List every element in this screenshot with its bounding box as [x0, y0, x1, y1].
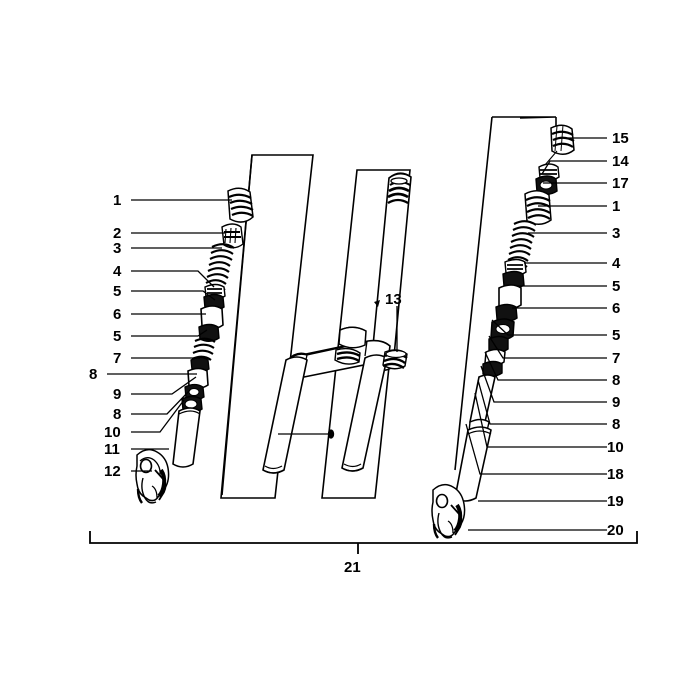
assembly-bracket	[89, 531, 638, 554]
callout-right_callouts-r19: 19	[607, 493, 624, 510]
center-right-slider	[341, 354, 388, 472]
part-15-right-top-cap	[550, 124, 575, 155]
part-1-right-boot	[524, 190, 552, 225]
callout-left_callouts-l5a: 5	[113, 283, 122, 300]
part-10-right-piston-rod	[469, 374, 496, 425]
callout-left_callouts-l8a: 8	[89, 366, 98, 383]
assembly-bracket-span	[89, 531, 638, 544]
callout-left_callouts-l10: 10	[104, 424, 121, 441]
part-1-left-boot	[227, 187, 254, 223]
part-13-caliper-fitting	[382, 349, 408, 370]
center-left-slider	[262, 356, 308, 474]
callout-right_callouts-r18: 18	[607, 466, 624, 483]
part-12-left-fork-bottom	[135, 448, 170, 504]
callout-right_callouts-r20: 20	[607, 522, 624, 539]
callout-right_callouts-r17: 17	[612, 175, 629, 192]
center-leader-dot	[327, 429, 335, 439]
right-outer-tube-outline	[454, 116, 557, 471]
callout-left_callouts-l4: 4	[113, 263, 122, 280]
center-upper-collar	[338, 326, 367, 349]
part-20-right-fork-bottom	[431, 483, 466, 539]
callout-left_callouts-l9: 9	[113, 386, 122, 403]
callout-right_callouts-r14: 14	[612, 153, 629, 170]
leader-r5b	[491, 319, 607, 336]
leader-l10	[131, 399, 185, 433]
leader-r9	[480, 365, 607, 403]
right-parts-stack	[431, 124, 575, 539]
callout-left_callouts-l2: 2	[113, 225, 122, 242]
leader-r14	[541, 160, 607, 175]
callout-right_callouts-r9: 9	[612, 394, 621, 411]
leader-l5a	[131, 290, 216, 301]
part-2-left-nut	[221, 223, 244, 249]
callout-center_callouts-c13: 13	[385, 291, 402, 308]
assembly-label-21: 21	[344, 559, 361, 576]
leader-l9	[131, 376, 197, 395]
leader-r10	[474, 392, 607, 448]
callout-right_callouts-r3: 3	[612, 225, 621, 242]
callout-right_callouts-r1: 1	[612, 198, 621, 215]
callout-right_callouts-r8a: 8	[612, 372, 621, 389]
callout-right_callouts-r8b: 8	[612, 416, 621, 433]
leader-r8a	[484, 351, 607, 381]
callout-right_callouts-r5b: 5	[612, 327, 621, 344]
leader-r7	[488, 335, 607, 359]
leader-l4	[131, 270, 215, 288]
part-11-left-damper-tube	[172, 407, 201, 468]
callout-left_callouts-l12: 12	[104, 463, 121, 480]
leader-lines	[107, 137, 607, 531]
callout-right_callouts-r10: 10	[607, 439, 624, 456]
callout-left_callouts-l11: 11	[104, 441, 120, 458]
callout-left_callouts-l5b: 5	[113, 328, 122, 345]
callout-left_callouts-l1: 1	[113, 192, 122, 209]
part-5-left-oring-lower	[198, 323, 220, 342]
callout-left_callouts-l8b: 8	[113, 406, 122, 423]
center-right-tube-outline	[321, 169, 411, 499]
callout-left_callouts-l6: 6	[113, 306, 122, 323]
part-7-left-spring-seat	[191, 337, 216, 361]
callout-right_callouts-r7: 7	[612, 350, 621, 367]
callout-right_callouts-r5a: 5	[612, 278, 621, 295]
leader-l8b	[131, 389, 191, 415]
callout-right_callouts-r6: 6	[612, 300, 621, 317]
callout-left_callouts-l3: 3	[113, 240, 122, 257]
center-fork-assembly	[262, 169, 412, 499]
callout-right_callouts-r4: 4	[612, 255, 621, 272]
callout-right_callouts-r15: 15	[612, 130, 629, 147]
leader-l5b	[131, 329, 208, 337]
left-parts-stack	[135, 187, 254, 504]
leader-r8b	[477, 379, 607, 425]
callout-left_callouts-l7: 7	[113, 350, 122, 367]
leader-r18	[465, 423, 607, 475]
part-8-left-washer-lower	[184, 383, 205, 401]
